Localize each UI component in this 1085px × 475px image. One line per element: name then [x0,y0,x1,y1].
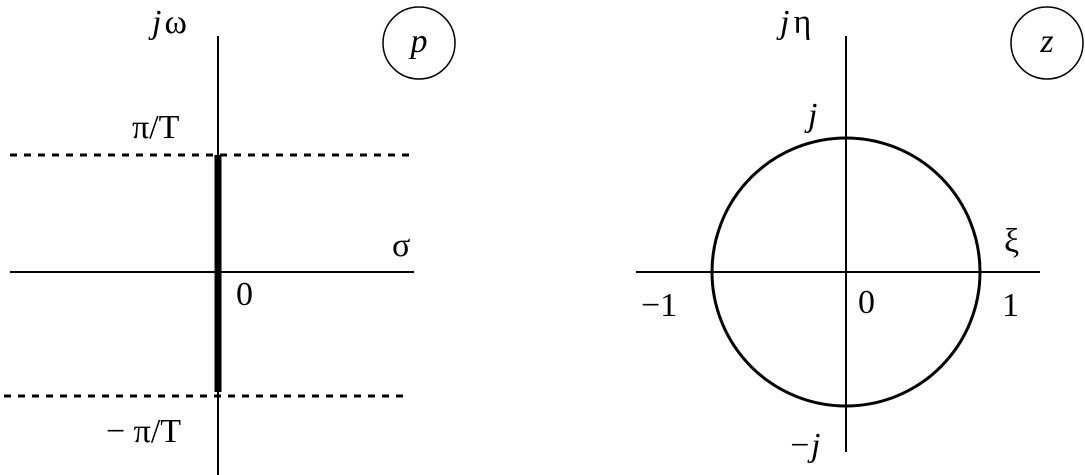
z-horizontal-axis-label: ξ [1004,223,1019,260]
z-right-label: 1 [1002,287,1019,324]
p-plane: jω σ 0 π/T − π/T p [4,4,456,475]
p-lower-bound-label: − π/T [106,413,181,450]
p-origin-label: 0 [236,276,253,313]
z-origin-label: 0 [858,284,875,321]
z-left-label: −1 [641,287,677,324]
z-bottom-label: −j [788,427,820,464]
z-plane-badge-label: z [1039,23,1053,60]
z-plane-badge [1010,6,1084,80]
z-top-label: j [804,97,817,134]
p-plane-badge [382,6,456,80]
p-vertical-axis-label: jω [148,4,187,41]
z-unit-circle [710,136,982,408]
p-horizontal-axis-label: σ [392,227,410,264]
p-plane-badge-label: p [409,23,428,60]
p-upper-bound-label: π/T [132,109,180,146]
